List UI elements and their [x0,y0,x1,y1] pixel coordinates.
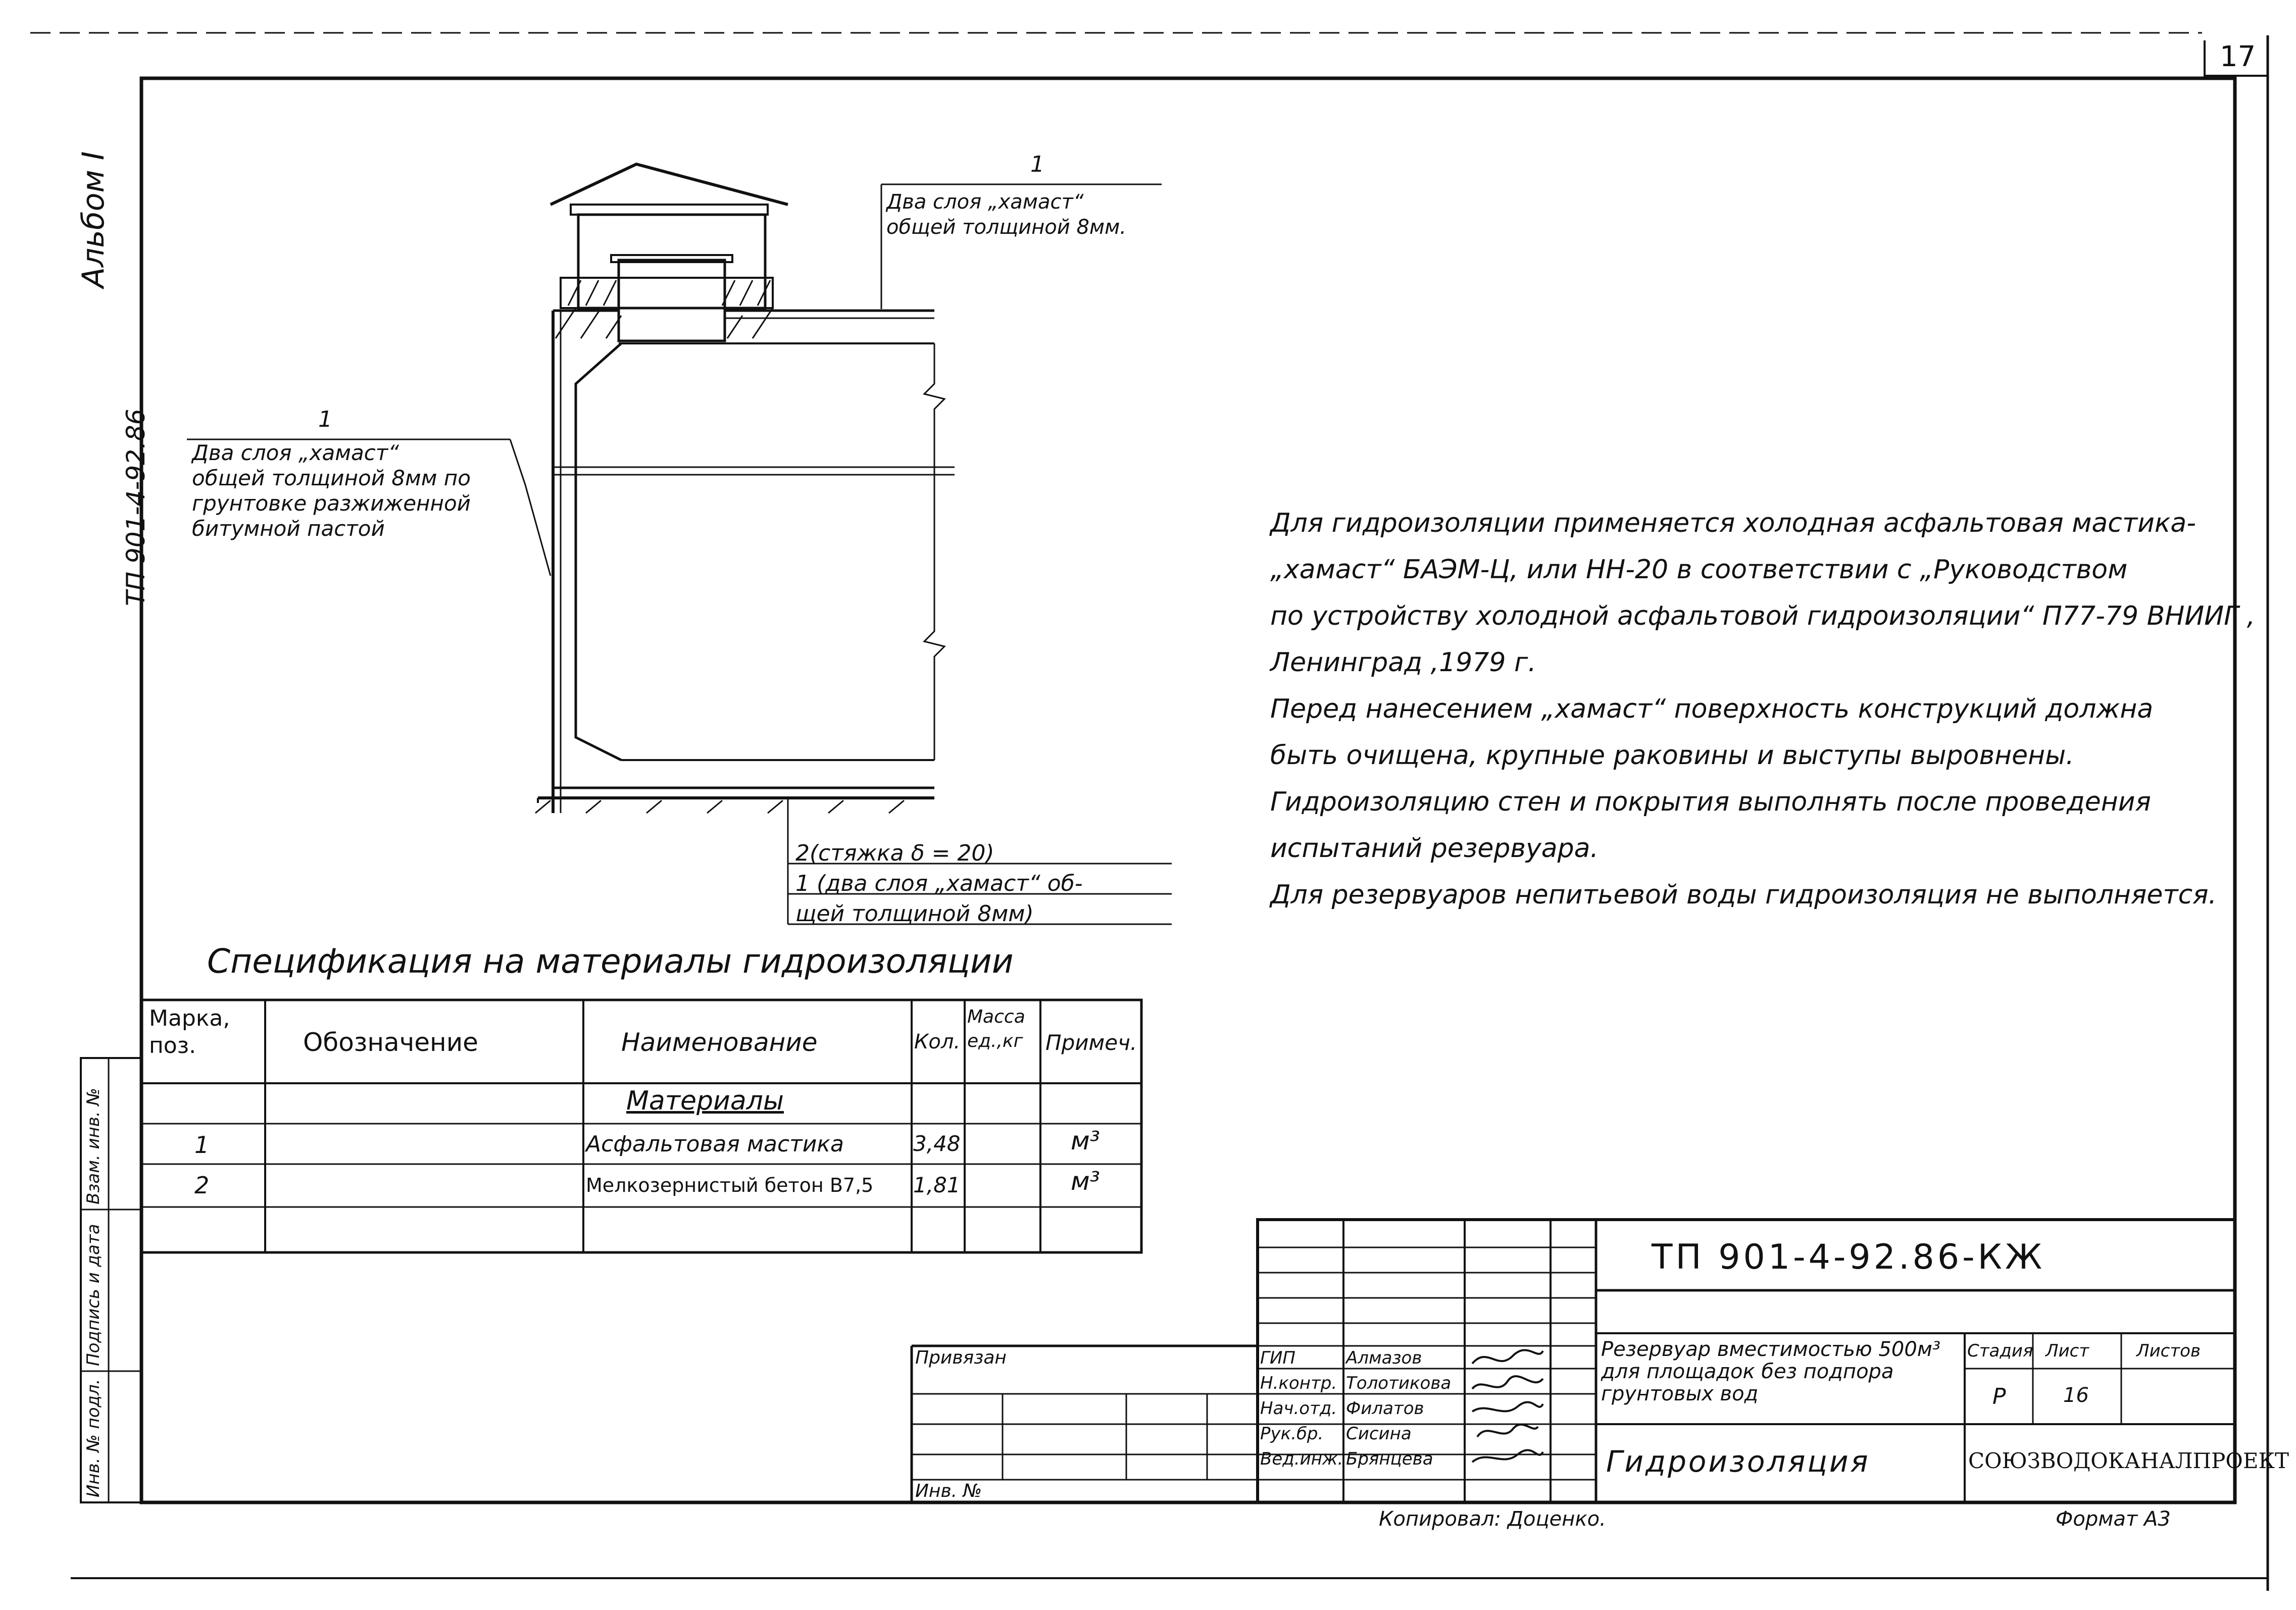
row-pos: 2 [194,1172,210,1199]
copied-by: Копировал: Доценко. [1379,1507,1606,1531]
row-note: м³ [1071,1126,1100,1155]
spec-title: Спецификация на материалы гидроизоляции [207,942,1014,981]
callout-bottom-note: 2(стяжка δ = 20) 1 (два слоя „хамаст“ об… [795,840,1083,927]
spec-header-note: Примеч. [1045,1030,1137,1055]
callout-top-note: Два слоя „хамаст“ общей толщиной 8мм. [886,190,1126,239]
spec-section: Материалы [626,1086,784,1116]
side-field-replace: Взам. инв. № [83,1088,104,1204]
notes-block: Для гидроизоляции применяется холодная а… [1270,500,2255,918]
note-line: Ленинград ,1979 г. [1270,647,1536,678]
sheets-label: Листов [2136,1341,2201,1361]
note-line: быть очищена, крупные раковины и выступы… [1270,740,2074,771]
row-pos: 1 [194,1131,210,1159]
note-line: по устройству холодной асфальтовой гидро… [1270,601,2256,631]
sheet-title: Гидроизоляция [1606,1444,1870,1479]
callout-left-note: Два слоя „хамаст“ общей толщиной 8мм по … [192,440,471,541]
spec-header-designation: Обозначение [303,1028,478,1057]
spec-header-qty: Кол. [914,1030,961,1053]
reservoir-section-drawing [187,162,1172,925]
row-qty: 3,48 [913,1131,961,1156]
row-name: Асфальтовая мастика [586,1131,844,1157]
privyazan-label: Привязан [915,1347,1007,1368]
note-line: „хамаст“ БАЭМ-Ц, или НН-20 в соответстви… [1270,555,2128,585]
row-name: Мелкозернистый бетон В7,5 [586,1174,874,1196]
signers-names: Алмазов Толотикова Филатов Сисина Брянце… [1346,1348,1452,1469]
document-code: ТП 901-4-92.86-КЖ [1652,1237,2045,1277]
callout-left-mark: 1 [318,407,332,432]
spec-header-pos: Марка, поз. [149,1005,230,1059]
spec-header-mass: Масса ед.,кг [967,1007,1025,1051]
title-block-grid [910,1218,2236,1504]
sheet-label: Лист [2045,1341,2089,1361]
signature-scribbles [1471,1349,1544,1463]
spec-header-name: Наименование [621,1028,818,1057]
stage-label: Стадия [1967,1341,2033,1361]
side-field-sign-date: Подпись и дата [83,1224,104,1366]
row-qty: 1,81 [913,1173,961,1197]
sheet-value: 16 [2063,1384,2089,1407]
note-line: Для резервуаров непитьевой воды гидроизо… [1270,880,2217,910]
side-project-code: ТП 901-4-92.86 [121,409,151,606]
album-label: Альбом I [76,151,111,288]
page-number: 17 [2220,40,2256,73]
organization: СОЮЗВОДОКАНАЛПРОЕКТ [1968,1448,2289,1473]
row-note: м³ [1071,1167,1100,1196]
spec-table-grid [140,998,1143,1254]
note-line: испытаний резервуара. [1270,833,1599,864]
format-label: Формат А3 [2056,1507,2171,1531]
inv-label: Инв. № [915,1481,982,1501]
callout-top-mark: 1 [1030,152,1044,177]
signers-roles: ГИП Н.контр. Нач.отд. Рук.бр. Вед.инж. [1260,1348,1343,1469]
stage-value: Р [1992,1384,2006,1410]
object-name: Резервуар вместимостью 500м³ для площадо… [1601,1338,1940,1405]
note-line: Для гидроизоляции применяется холодная а… [1270,508,2196,538]
side-stamp-grid [80,1057,142,1503]
note-line: Перед нанесением „хамаст“ поверхность ко… [1270,694,2154,724]
inner-frame [139,76,2237,1504]
side-field-inv-orig: Инв. № подл. [83,1379,104,1497]
note-line: Гидроизоляцию стен и покрытия выполнять … [1270,787,2151,817]
